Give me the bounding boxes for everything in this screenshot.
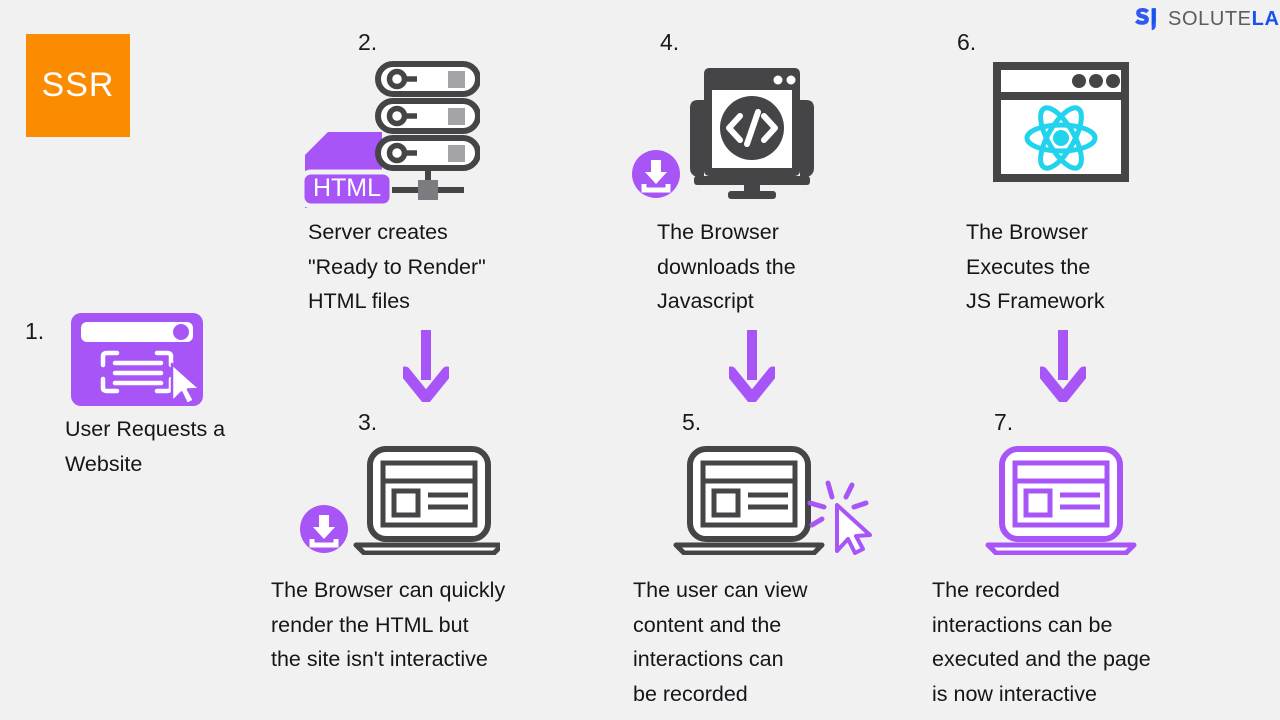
- step-3-caption: The Browser can quickly render the HTML …: [271, 578, 506, 671]
- svg-text:HTML: HTML: [313, 174, 381, 202]
- ssr-badge-label: SSR: [41, 66, 115, 104]
- server-rack-html-file-icon: HTML: [299, 60, 481, 215]
- ssr-badge: SSR: [26, 34, 130, 137]
- step-6-caption: The Browser Executes the JS Framework: [966, 220, 1105, 313]
- step-7-caption: The recorded interactions can be execute…: [932, 578, 1151, 706]
- solutelabs-s-mark-icon: [1135, 8, 1156, 31]
- brand-name-part2: LABS: [1251, 7, 1280, 30]
- react-atom-glyph: [1024, 105, 1098, 171]
- laptop-download-icon: [300, 445, 505, 560]
- click-cursor-glyph: [807, 480, 872, 555]
- step-1-caption: User Requests a Website: [65, 417, 226, 476]
- step-2-caption: Server creates "Ready to Render" HTML fi…: [308, 220, 486, 313]
- step-4-caption: The Browser downloads the Javascript: [657, 220, 796, 313]
- brand-logo: SOLUTELABS: [1133, 6, 1280, 32]
- step-4-number: 4.: [660, 29, 680, 55]
- html-file-glyph: HTML: [299, 132, 395, 209]
- laptop-click-cursor-icon: [672, 445, 872, 560]
- step-5-number: 5.: [682, 409, 702, 435]
- brand-name-part1: SOLUTE: [1168, 7, 1252, 30]
- step-1-number: 1.: [25, 318, 45, 344]
- monitor-glyph: [690, 68, 814, 199]
- arrow-step4-to-step5: [729, 330, 775, 402]
- monitor-code-download-icon: [632, 60, 824, 205]
- download-badge-glyph: [300, 505, 348, 553]
- browser-window-cursor-icon: [71, 313, 203, 411]
- step-7-number: 7.: [994, 409, 1014, 435]
- step-5-caption: The user can view content and the intera…: [633, 578, 808, 706]
- step-6-number: 6.: [957, 29, 977, 55]
- arrow-step6-to-step7: [1040, 330, 1086, 402]
- laptop-glyph: [673, 446, 825, 556]
- arrow-step2-to-step3: [403, 330, 449, 402]
- browser-react-logo-icon: [993, 62, 1129, 187]
- laptop-interactive-purple-icon: [984, 445, 1144, 560]
- step-3-number: 3.: [358, 409, 378, 435]
- server-rack-glyph: [375, 61, 481, 200]
- brand-name: SOLUTELABS: [1168, 8, 1280, 31]
- download-badge-glyph: [632, 150, 680, 198]
- laptop-glyph: [353, 446, 505, 556]
- step-2-number: 2.: [358, 29, 378, 55]
